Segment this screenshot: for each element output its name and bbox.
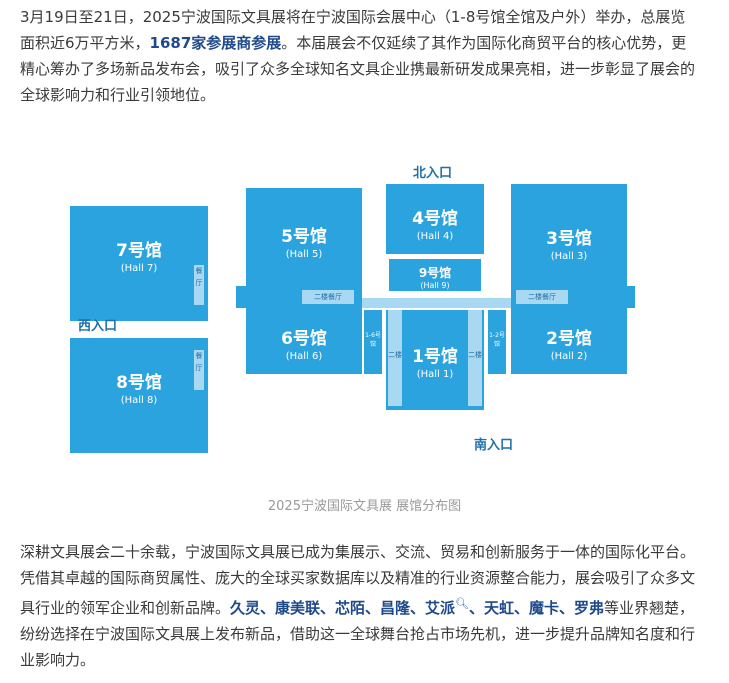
hall-8-name: 8号馆: [116, 373, 162, 393]
hall-4-sub: (Hall 4): [416, 231, 454, 242]
hall-1-stair-left: 二楼: [388, 310, 402, 406]
west-entrance: 西入口: [78, 319, 118, 334]
hall-9-name: 9号馆: [418, 266, 452, 280]
dining-left: 二楼餐厅: [302, 290, 354, 304]
body-text: 深耕文具展会二十余载，宁波国际文具展已成为集展示、交流、贸易和创新服务于一体的国…: [20, 543, 696, 617]
link-1-6: 1-6号馆: [364, 310, 382, 374]
link-1-2: 1-2号馆: [488, 310, 506, 374]
south-entrance: 南入口: [474, 438, 514, 453]
brand-list-cont[interactable]: 、天虹、魔卡、罗弗: [469, 599, 605, 617]
map-caption: 2025宁波国际文具展 展馆分布图: [267, 499, 462, 514]
hall-1-stair-right: 二楼: [468, 310, 482, 406]
hall-2-sub: (Hall 2): [550, 351, 588, 362]
hall-7-sub: (Hall 7): [120, 263, 158, 274]
dining-right: 二楼餐厅: [516, 290, 568, 304]
hall-2-name: 2号馆: [546, 329, 592, 349]
hall-3-sub: (Hall 3): [550, 251, 588, 262]
hall-map: 7号馆 (Hall 7) 餐厅 西入口 8号馆 (Hall 8) 餐厅 5号馆 (Ha…: [0, 166, 729, 453]
hall-3: 3号馆 (Hall 3): [511, 184, 627, 286]
hall-1-sub: (Hall 1): [416, 369, 454, 380]
hall-9: 9号馆(Hall 9): [389, 259, 481, 291]
hall-7: 7号馆 (Hall 7): [70, 206, 208, 321]
hall-8-sub: (Hall 8): [120, 395, 158, 406]
intro-text-cont: 。本届展会不仅延续了其作为国际化商贸平台的核心优势，更精心筹办了多场新品发布会，…: [20, 34, 696, 104]
hall-2: 2号馆 (Hall 2): [511, 308, 627, 374]
north-entrance: 北入口: [413, 166, 453, 181]
hall-9-sub: (Hall 9): [420, 281, 450, 290]
central-corridor: [362, 298, 512, 308]
search-icon[interactable]: 🔍︎: [455, 597, 469, 610]
hall-8: 8号馆 (Hall 8): [70, 338, 208, 453]
hall-6-name: 6号馆: [281, 329, 327, 349]
hall-5: 5号馆 (Hall 5): [246, 188, 362, 286]
hall-7-side: 餐厅: [194, 265, 204, 305]
intro-paragraph: 3月19日至21日，2025宁波国际文具展将在宁波国际会展中心（1-8号馆全馆及…: [20, 4, 700, 108]
exhibitor-count: 1687家参展商参展: [149, 34, 282, 52]
hall-4: 4号馆 (Hall 4): [386, 184, 484, 254]
hall-7-name: 7号馆: [116, 241, 162, 261]
hall-4-name: 4号馆: [412, 209, 458, 229]
body-paragraph: 深耕文具展会二十余载，宁波国际文具展已成为集展示、交流、贸易和创新服务于一体的国…: [20, 539, 700, 673]
hall-1: 1号馆 (Hall 1): [386, 310, 484, 410]
body-text-cont: 等业界翘楚，纷纷选择在宁波国际文具展上发布新品，借助这一全球舞台抢占市场先机，进…: [20, 599, 696, 669]
hall-3-name: 3号馆: [546, 229, 592, 249]
intro-text: 3月19日至21日，2025宁波国际文具展将在宁波国际会展中心（1-8号馆全馆及…: [20, 8, 686, 52]
hall-5-sub: (Hall 5): [285, 249, 323, 260]
hall-6: 6号馆 (Hall 6): [246, 308, 362, 374]
hall-1-name: 1号馆: [412, 347, 458, 367]
brand-list[interactable]: 久灵、康美联、芯陌、昌隆、艾派: [230, 599, 456, 617]
hall-8-side: 餐厅: [194, 350, 204, 390]
hall-6-sub: (Hall 6): [285, 351, 323, 362]
hall-5-name: 5号馆: [281, 227, 327, 247]
